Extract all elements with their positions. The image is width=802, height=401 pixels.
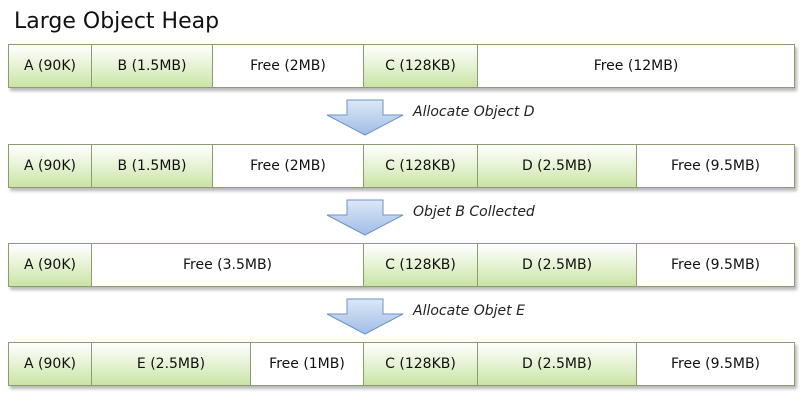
heap-block: Free (2MB) (213, 44, 364, 88)
transition-step: Allocate Object D (323, 98, 623, 138)
down-arrow-icon (326, 298, 404, 335)
heap-block: C (128KB) (364, 44, 478, 88)
step-label: Allocate Object D (413, 104, 535, 120)
heap-row-initial: A (90K) B (1.5MB) Free (2MB) C (128KB) F… (8, 44, 795, 88)
heap-block: Free (9.5MB) (637, 243, 795, 287)
heap-block: D (2.5MB) (478, 243, 637, 287)
heap-block: A (90K) (8, 342, 92, 386)
step-label: Objet B Collected (413, 204, 535, 220)
heap-block: A (90K) (8, 144, 92, 188)
heap-block: B (1.5MB) (92, 44, 213, 88)
heap-block: D (2.5MB) (478, 144, 637, 188)
heap-block: B (1.5MB) (92, 144, 213, 188)
heap-block: Free (9.5MB) (637, 144, 795, 188)
heap-block: E (2.5MB) (92, 342, 251, 386)
transition-step: Allocate Objet E (323, 297, 623, 337)
heap-row-after-allocate-e: A (90K) E (2.5MB) Free (1MB) C (128KB) D… (8, 342, 795, 386)
heap-block: C (128KB) (364, 243, 478, 287)
heap-block: A (90K) (8, 44, 92, 88)
heap-block: C (128KB) (364, 144, 478, 188)
heap-block: Free (3.5MB) (92, 243, 364, 287)
heap-block: C (128KB) (364, 342, 478, 386)
step-label: Allocate Objet E (413, 303, 525, 319)
down-arrow-icon (326, 99, 404, 136)
transition-step: Objet B Collected (323, 198, 623, 238)
heap-block: Free (1MB) (251, 342, 364, 386)
heap-block: Free (12MB) (478, 44, 795, 88)
diagram-title: Large Object Heap (14, 9, 220, 34)
heap-block: D (2.5MB) (478, 342, 637, 386)
heap-block: Free (9.5MB) (637, 342, 795, 386)
heap-row-after-allocate-d: A (90K) B (1.5MB) Free (2MB) C (128KB) D… (8, 144, 795, 188)
down-arrow-icon (326, 199, 404, 236)
heap-row-after-collect-b: A (90K) Free (3.5MB) C (128KB) D (2.5MB)… (8, 243, 795, 287)
heap-block: Free (2MB) (213, 144, 364, 188)
heap-block: A (90K) (8, 243, 92, 287)
